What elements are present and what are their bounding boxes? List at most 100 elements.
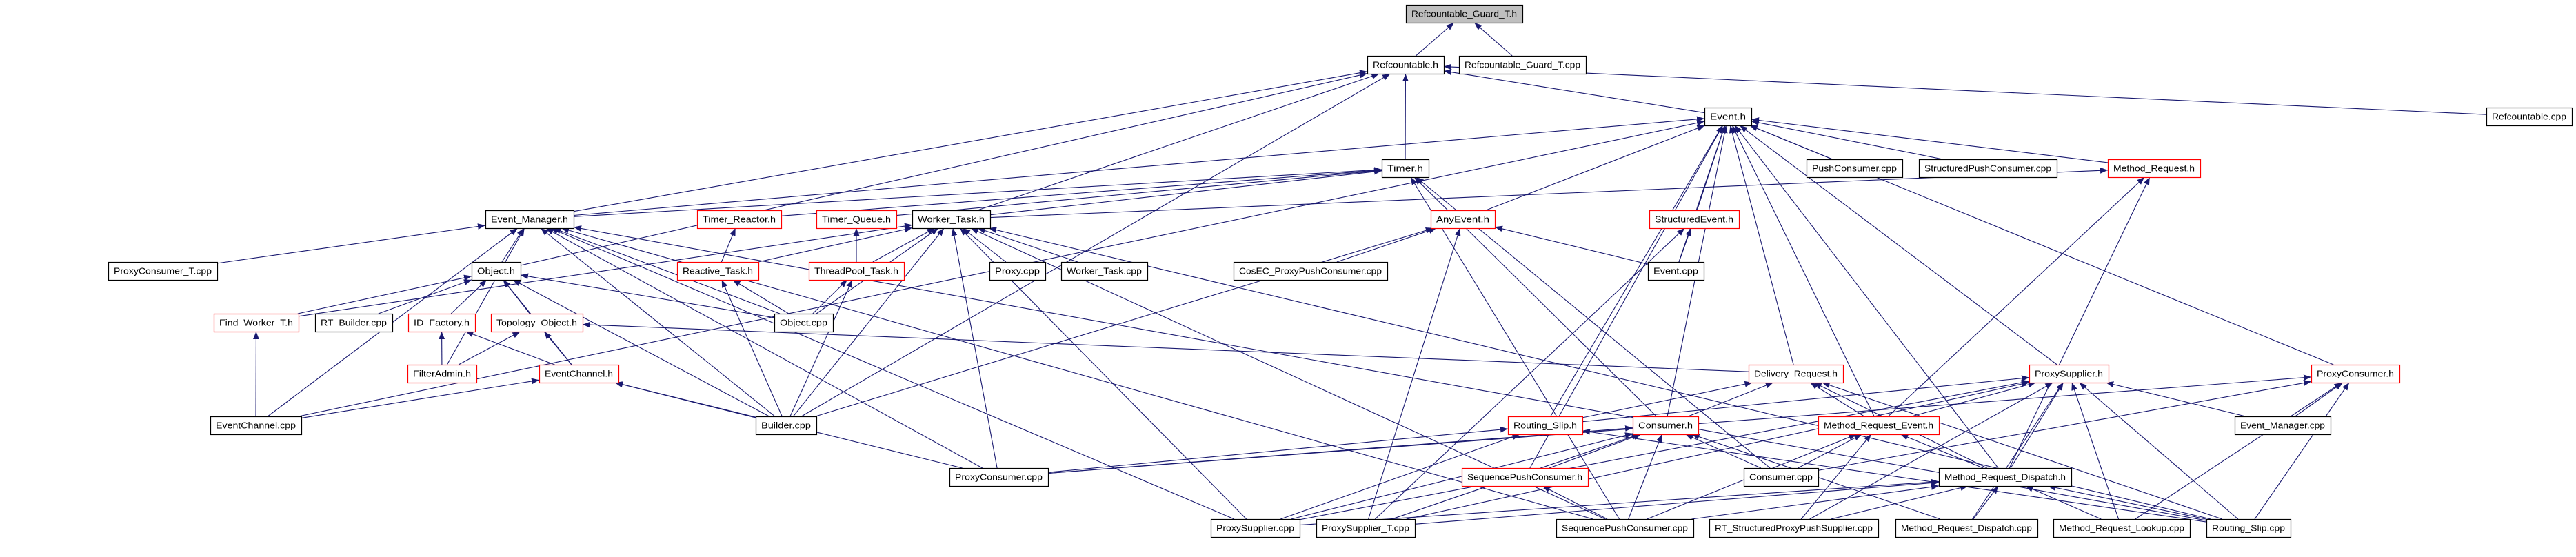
node-structuredevent-h[interactable]: StructuredEvent.h: [1649, 210, 1740, 230]
node-object-cpp[interactable]: Object.cpp: [774, 313, 834, 333]
node-method-request-event-h[interactable]: Method_Request_Event.h: [1818, 416, 1940, 436]
edge-rsh-to-eh: [1550, 125, 1723, 417]
node-method-request-dispatch-h[interactable]: Method_Request_Dispatch.h: [1938, 467, 2073, 487]
node-box: [2206, 518, 2292, 538]
node-event-cpp[interactable]: Event.cpp: [1647, 261, 1705, 281]
node-rt-builder-cpp[interactable]: RT_Builder.cpp: [314, 313, 394, 333]
edge-bc-to-rth: [721, 279, 783, 417]
node-label: SequencePushConsumer.cpp: [1562, 523, 1688, 534]
node-box: [485, 210, 575, 230]
node-eventchannel-cpp[interactable]: EventChannel.cpp: [210, 416, 303, 436]
node-box: [774, 313, 834, 333]
node-sequencepushconsumer-cpp[interactable]: SequencePushConsumer.cpp: [1556, 518, 1695, 538]
node-anyevent-h[interactable]: AnyEvent.h: [1430, 210, 1496, 230]
node-box: [1461, 467, 1589, 487]
node-filteradmin-h[interactable]: FilterAdmin.h: [407, 364, 478, 384]
edge-emc-to-psh: [2106, 381, 2246, 417]
edge-pctc-to-emh: [217, 223, 486, 264]
node-worker-task-h[interactable]: Worker_Task.h: [912, 210, 992, 230]
node-routing-slip-h[interactable]: Routing_Slip.h: [1507, 416, 1584, 436]
node-box: [539, 364, 620, 384]
node-routing-slip-cpp[interactable]: Routing_Slip.cpp: [2206, 518, 2292, 538]
node-label: Event_Manager.h: [491, 214, 568, 225]
edge-tpth-to-wth: [872, 227, 935, 263]
node-label: Method_Request_Dispatch.h: [1944, 472, 2066, 483]
node-eventchannel-h[interactable]: EventChannel.h: [539, 364, 620, 384]
edge-spch-to-ch: [1549, 434, 1642, 469]
node-builder-cpp[interactable]: Builder.cpp: [755, 416, 818, 436]
node-method-request-h[interactable]: Method_Request.h: [2107, 159, 2202, 179]
edge-fa-to-toh: [458, 331, 521, 365]
node-label: Event_Manager.cpp: [2240, 421, 2325, 431]
node-refcountable-h[interactable]: Refcountable.h: [1367, 55, 1445, 75]
node-box: [1458, 55, 1587, 75]
node-proxyconsumer-cpp[interactable]: ProxyConsumer.cpp: [949, 467, 1049, 487]
edge-ec-to-seh: [1678, 227, 1691, 263]
node-consumer-cpp[interactable]: Consumer.cpp: [1743, 467, 1820, 487]
node-sequencepushconsumer-h[interactable]: SequencePushConsumer.h: [1461, 467, 1589, 487]
edge-rsh-to-drh: [1582, 381, 1753, 418]
edge-wth-to-rh: [977, 73, 1380, 211]
node-box: [1381, 159, 1430, 179]
node-refcountable-guard-t-cpp[interactable]: Refcountable_Guard_T.cpp: [1458, 55, 1587, 75]
node-label: EventChannel.cpp: [216, 421, 296, 431]
edge-ec-to-eh: [1678, 125, 1726, 263]
node-refcountable-guard-t-h[interactable]: Refcountable_Guard_T.h: [1405, 4, 1524, 24]
node-box: [755, 416, 818, 436]
node-event-h[interactable]: Event.h: [1704, 107, 1753, 127]
node-label: EventChannel.h: [545, 369, 613, 379]
node-proxysupplier-t-cpp[interactable]: ProxySupplier_T.cpp: [1316, 518, 1416, 538]
node-cosec-proxypushconsumer-cpp[interactable]: CosEC_ProxyPushConsumer.cpp: [1233, 261, 1389, 281]
node-refcountable-cpp[interactable]: Refcountable.cpp: [2486, 107, 2573, 127]
node-label: Refcountable_Guard_T.cpp: [1465, 60, 1580, 70]
node-proxysupplier-h[interactable]: ProxySupplier.h: [2029, 364, 2110, 384]
node-proxy-cpp[interactable]: Proxy.cpp: [989, 261, 1047, 281]
node-rt-structuredproxypushsupplier-cpp[interactable]: RT_StructuredProxyPushSupplier.cpp: [1709, 518, 1880, 538]
edge-spcc-to-eh: [1751, 119, 1943, 160]
edge-eh-to-rh: [1443, 69, 1705, 114]
node-threadpool-task-h[interactable]: ThreadPool_Task.h: [808, 261, 905, 281]
node-event-manager-h[interactable]: Event_Manager.h: [485, 210, 575, 230]
node-method-request-dispatch-cpp[interactable]: Method_Request_Dispatch.cpp: [1895, 518, 2039, 538]
edge-oc-to-emh: [553, 227, 781, 314]
node-label: Refcountable.h: [1373, 60, 1438, 70]
node-timer-reactor-h[interactable]: Timer_Reactor.h: [696, 210, 783, 230]
node-timer-h[interactable]: Timer.h: [1381, 159, 1430, 179]
edge-wth-to-th: [989, 168, 1382, 216]
node-box: [407, 313, 476, 333]
node-find-worker-t-h[interactable]: Find_Worker_T.h: [213, 313, 300, 333]
node-reactive-task-h[interactable]: Reactive_Task.h: [676, 261, 760, 281]
node-box: [1649, 210, 1740, 230]
node-label: Find_Worker_T.h: [219, 318, 293, 328]
node-label: FilterAdmin.h: [413, 369, 471, 379]
edge-bc-to-rh: [801, 73, 1391, 417]
node-proxyconsumer-t-cpp[interactable]: ProxyConsumer_T.cpp: [108, 261, 219, 281]
edge-rsc-to-pch: [2254, 382, 2350, 520]
node-id-factory-h[interactable]: ID_Factory.h: [407, 313, 476, 333]
edge-mreh-to-mrh: [1888, 176, 2145, 417]
node-label: Object.cpp: [780, 318, 827, 328]
edge-wtc-to-wth: [977, 227, 1078, 263]
edge-fwt-to-wth: [298, 223, 913, 317]
node-worker-task-cpp[interactable]: Worker_Task.cpp: [1060, 261, 1149, 281]
node-timer-queue-h[interactable]: Timer_Queue.h: [816, 210, 898, 230]
node-consumer-h[interactable]: Consumer.h: [1632, 416, 1700, 436]
node-topology-object-h[interactable]: Topology_Object.h: [490, 313, 584, 333]
node-structuredpushconsumer-cpp[interactable]: StructuredPushConsumer.cpp: [1918, 159, 2058, 179]
node-label: Proxy.cpp: [995, 266, 1040, 276]
edge-psc-to-psh: [1299, 379, 2030, 520]
node-event-manager-cpp[interactable]: Event_Manager.cpp: [2234, 416, 2332, 436]
node-delivery-request-h[interactable]: Delivery_Request.h: [1748, 364, 1844, 384]
node-proxyconsumer-h[interactable]: ProxyConsumer.h: [2311, 364, 2401, 384]
node-pushconsumer-cpp[interactable]: PushConsumer.cpp: [1806, 159, 1904, 179]
node-method-request-lookup-cpp[interactable]: Method_Request_Lookup.cpp: [2053, 518, 2191, 538]
node-box: [676, 261, 760, 281]
node-proxysupplier-cpp[interactable]: ProxySupplier.cpp: [1210, 518, 1301, 538]
edge-ec-to-aeh: [1494, 225, 1649, 265]
node-box: [989, 261, 1047, 281]
node-label: Consumer.h: [1638, 421, 1693, 431]
edge-rsc-to-drh: [1822, 382, 2223, 520]
node-label: Routing_Slip.h: [1513, 421, 1577, 431]
edge-spch-to-eh: [1529, 125, 1724, 469]
node-object-h[interactable]: Object.h: [471, 261, 522, 281]
